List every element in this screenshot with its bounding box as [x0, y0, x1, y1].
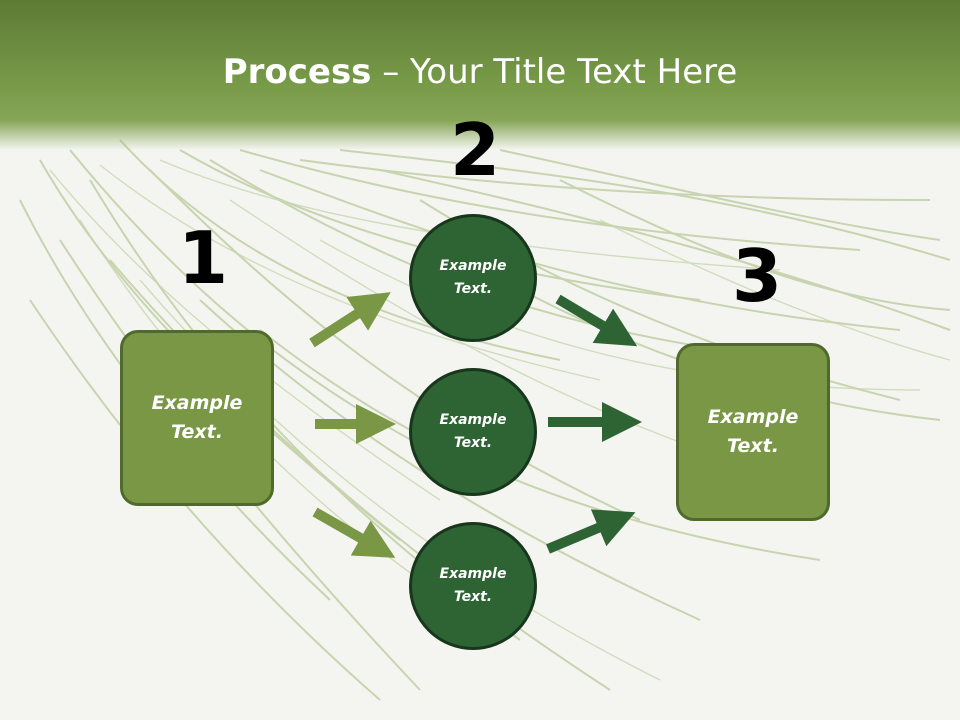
- circle-top-line2: Text.: [453, 281, 493, 297]
- circle-top: Example Text.: [409, 214, 537, 342]
- left-step-box: Example Text.: [120, 330, 274, 506]
- step-number-1: 1: [178, 216, 229, 300]
- left-box-line1: Example: [151, 392, 243, 414]
- arrow-from-circle-bottom: [546, 509, 636, 554]
- title-rest-text: – Your Title Text Here: [371, 52, 738, 92]
- right-box-line1: Example: [707, 406, 799, 428]
- arrow-to-circle-top: [309, 292, 391, 348]
- circle-bottom-line2: Text.: [453, 589, 493, 605]
- circle-bottom-line1: Example: [439, 566, 507, 582]
- title-banner: [0, 0, 960, 150]
- right-box-line2: Text.: [727, 435, 779, 457]
- right-step-box: Example Text.: [676, 343, 830, 521]
- circle-middle: Example Text.: [409, 368, 537, 496]
- step-number-2: 2: [450, 108, 501, 192]
- title-bold-text: Process: [222, 52, 372, 92]
- circle-bottom: Example Text.: [409, 522, 537, 650]
- arrow-from-circle-top: [555, 294, 638, 347]
- circle-middle-line1: Example: [439, 412, 507, 428]
- left-box-line2: Text.: [171, 421, 223, 443]
- circle-top-line1: Example: [439, 258, 507, 274]
- slide-title: Process – Your Title Text Here: [0, 52, 960, 92]
- step-number-3: 3: [732, 234, 783, 318]
- circle-middle-line2: Text.: [453, 435, 493, 451]
- arrow-to-circle-bottom: [312, 507, 396, 558]
